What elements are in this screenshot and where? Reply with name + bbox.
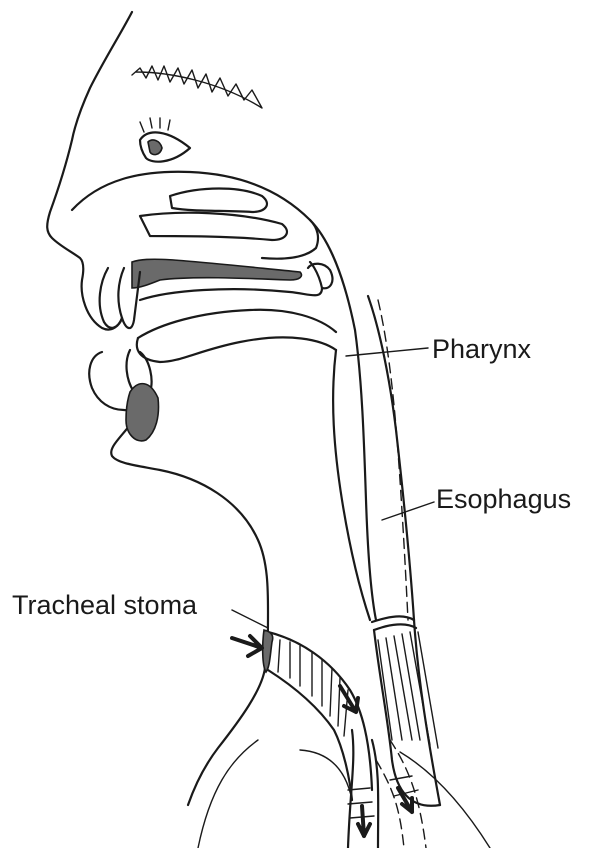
tracheal-stoma-leader-line: [232, 610, 268, 628]
label-pharynx: Pharynx: [432, 336, 531, 363]
hard-palate: [132, 259, 302, 288]
esophagus-leader-line: [382, 502, 434, 520]
tracheal-rings: [268, 640, 348, 736]
eye-pupil: [148, 140, 162, 155]
mandible: [126, 384, 159, 441]
eye-lashes: [140, 118, 170, 132]
turbinate-upper: [170, 189, 267, 213]
eyebrow: [132, 66, 262, 108]
esophagus-lower-striations: [378, 632, 438, 748]
label-tracheal-stoma: Tracheal stoma: [12, 592, 197, 619]
label-esophagus: Esophagus: [436, 486, 571, 513]
tongue-outline: [137, 337, 336, 362]
oral-cavity-roof: [138, 310, 336, 338]
turbinate-middle: [140, 213, 287, 240]
bronchial-airflow-arrow-left-icon: [358, 806, 370, 836]
esophagus-muscle-band: [372, 616, 416, 630]
stoma-hatch: [263, 630, 273, 672]
esophagus-lower-outline: [374, 630, 440, 806]
chest-outline-left: [198, 740, 258, 848]
nasal-cavity-outline: [72, 172, 318, 259]
eye: [140, 132, 190, 161]
stoma-inflow-arrow-icon: [232, 636, 262, 656]
esophagus-posterior-wall: [368, 296, 440, 805]
